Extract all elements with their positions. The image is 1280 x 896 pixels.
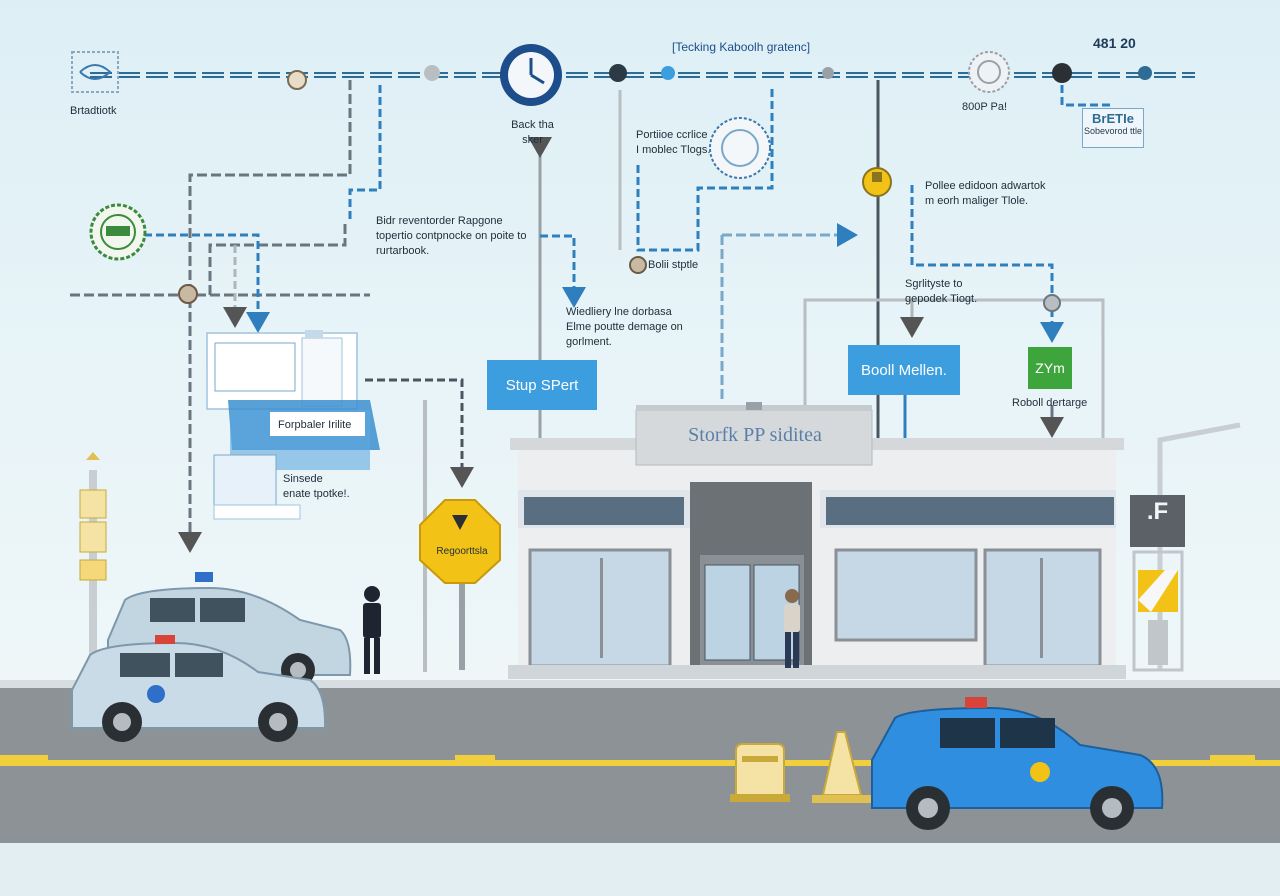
chain-nodes [178, 63, 1152, 312]
stup-button-label: Stup SPert [505, 376, 579, 394]
traffic-barrier [730, 743, 790, 802]
note-center-low: Wiedliery lne dorbasa Elme poutte demage… [566, 306, 683, 348]
green-seal-icon [89, 203, 147, 261]
roboll-label: Roboll dertarge [1012, 397, 1088, 409]
right-badge-text: BrETIe [1092, 111, 1134, 126]
header-code: 481 20 [1093, 35, 1136, 51]
building-sign: Storfk PP siditea [688, 424, 822, 446]
clock-icon [500, 44, 562, 106]
note-bolt: Bolii stptle [648, 259, 699, 271]
tower-label: .F [1146, 498, 1169, 525]
form-panel-stack [206, 330, 380, 520]
clock-label: Back tha sker [511, 119, 554, 146]
police-car-front [71, 635, 327, 742]
right-top-label: 800P Pa! [962, 101, 1008, 113]
booll-button-label: Booll Mellen. [861, 361, 947, 379]
person-figure-left [363, 586, 381, 674]
sign-text: Regoorttsla [436, 546, 488, 557]
traffic-light-pole [79, 452, 107, 660]
top-left-label: Brtadtiotk [70, 105, 117, 117]
note-right-mid: Pollee edidoon adwartok m eorh maliger T… [925, 180, 1046, 207]
zym-button[interactable]: ZYm [1028, 347, 1072, 389]
mid-seal-icon [709, 117, 771, 179]
booll-button[interactable]: Booll Mellen. [848, 345, 960, 395]
stup-button[interactable]: Stup SPert [487, 360, 597, 410]
right-badge: BrETIe Sobevorod ttle [1082, 108, 1144, 148]
top-left-stamp-icon [71, 51, 119, 93]
right-seal-icon [968, 51, 1010, 93]
police-car-blue [871, 697, 1164, 830]
yellow-sign [419, 499, 501, 670]
connector-lines [70, 80, 1241, 672]
zym-button-label: ZYm [1035, 360, 1065, 376]
gold-node-icon [862, 167, 892, 197]
note-left-mid: Bidr reventorder Rapgone topertio contpn… [376, 215, 527, 257]
right-badge-label: Sobevorod ttle [1083, 126, 1143, 136]
diagram-title: [Tecking Kaboolh gratenc] [672, 40, 811, 54]
form-label-2: Sinsede enate tpotke!. [283, 473, 350, 500]
note-right-low: Sgrlityste to gepodek Tiogt. [905, 278, 978, 305]
traffic-cone [812, 731, 872, 803]
form-label: Forpbaler Irilite [278, 419, 352, 431]
signal-tower [1130, 495, 1185, 672]
note-mid-top: Portiioe ccrlice I moblec Tlogs. [636, 129, 711, 156]
person-figure-door [784, 589, 800, 668]
